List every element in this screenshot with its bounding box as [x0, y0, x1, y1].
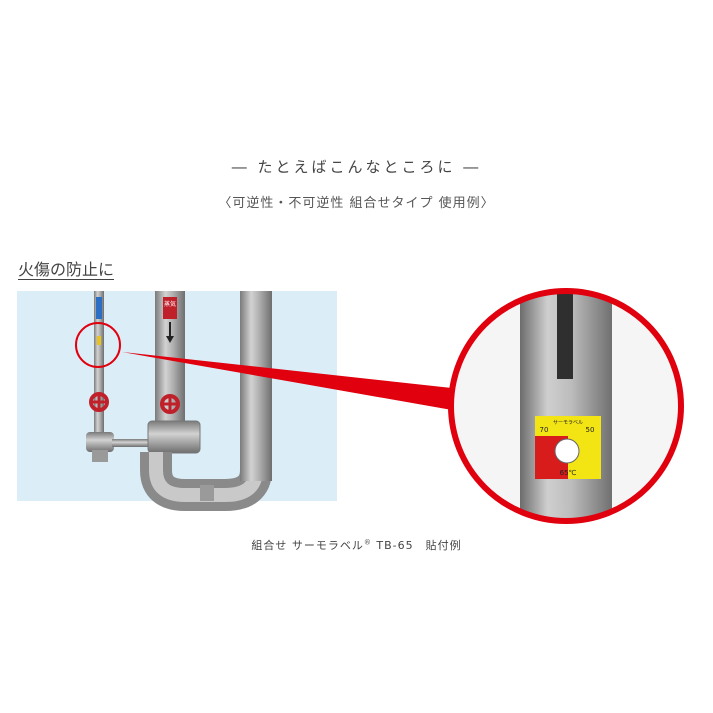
thin-pipe-blue-label	[96, 297, 102, 319]
steam-trap	[86, 432, 114, 452]
label-temp-left: 70	[540, 426, 549, 434]
label-brand: サーモラベル	[553, 420, 583, 426]
caption-suffix: TB-65 貼付例	[371, 539, 462, 552]
label-temp-bottom: 65℃	[560, 469, 577, 477]
connecting-pipe	[112, 439, 160, 447]
heading: ― たとえばこんなところに ―	[231, 158, 482, 176]
subheading: 〈可逆性・不可逆性 組合せタイプ 使用例〉	[218, 196, 495, 211]
zoom-view: サーモラベル 70 50 65℃	[451, 291, 681, 521]
middle-pipe-red-label	[163, 297, 177, 319]
thin-pipe-thermolabel	[97, 336, 101, 345]
caption-prefix: 組合せ サーモラベル	[251, 539, 364, 552]
caption: 組合せ サーモラベル® TB-65 貼付例	[0, 537, 713, 553]
thermolabel-center-dot	[554, 438, 580, 464]
caption-registered: ®	[363, 538, 372, 547]
zoom-pipe-dark-band	[557, 291, 573, 379]
pipe-fitting	[147, 420, 201, 454]
callout-wedge	[122, 352, 470, 410]
callout-circle-large	[448, 288, 684, 524]
callout-circle-small	[75, 322, 121, 368]
label-temp-right: 50	[586, 426, 595, 434]
pipe-label-left: 蒸気	[164, 300, 176, 308]
thin-pipe	[94, 291, 104, 461]
section-title: 火傷の防止に	[18, 260, 115, 279]
